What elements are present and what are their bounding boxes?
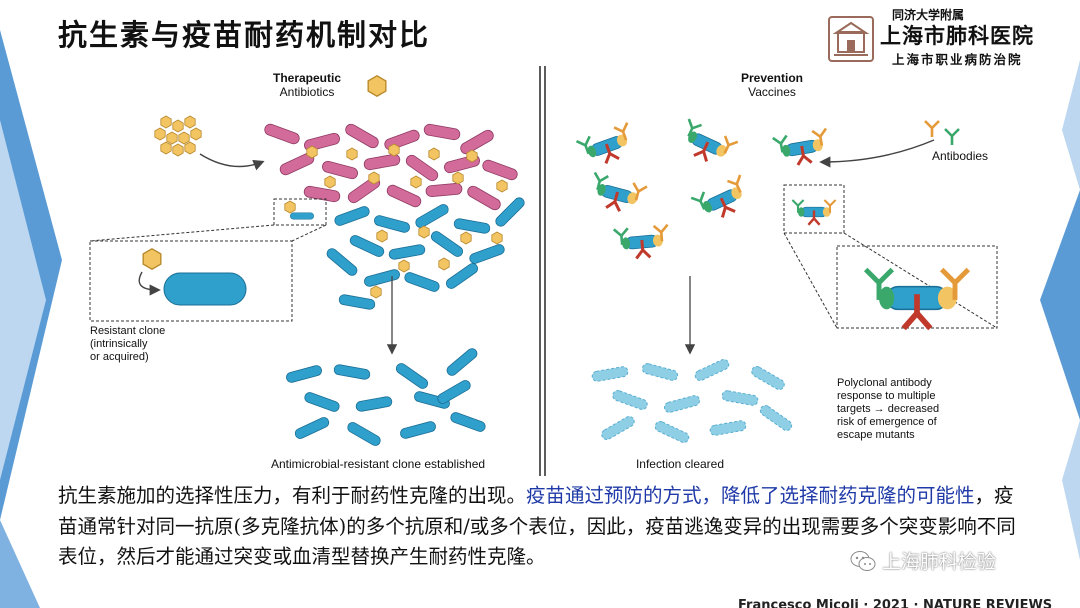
vaccines-header-line2: Vaccines: [748, 85, 796, 99]
description-highlight: 疫苗通过预防的方式，降低了选择耐药克隆的可能性: [526, 484, 975, 507]
wechat-icon: [850, 550, 876, 571]
antibiotics-header-line2: Antibiotics: [280, 85, 335, 99]
antibiotics-header-line1: Therapeutic: [273, 71, 341, 85]
description-part3: ，疫苗通常针对同一抗原(多克隆抗体)的多个抗原和/或多个表位，因此，疫苗逃逸变异…: [58, 484, 1016, 568]
slide-title: 抗生素与疫苗耐药机制对比: [58, 18, 431, 52]
resistant-clone-bacteria: [284, 346, 488, 448]
resistant-clone-sub1: (intrinsically: [90, 338, 148, 350]
description-part1: 抗生素施加的选择性压力，有利于耐药性克隆的出现。: [58, 484, 527, 507]
vaccines-outcome-caption: Infection cleared: [636, 457, 724, 471]
hospital-name: 同济大学附属 上海市肺科医院 上海市职业病防治院: [880, 6, 1070, 68]
watermark: 上海肺科检验: [850, 547, 996, 574]
resistant-clone-sub2: or acquired): [90, 351, 149, 363]
antibiotics-outcome-caption: Antimicrobial-resistant clone establishe…: [271, 457, 485, 471]
watermark-text: 上海肺科检验: [882, 551, 997, 573]
description-text: 抗生素施加的选择性压力，有利于耐药性克隆的出现。疫苗通过预防的方式，降低了选择耐…: [58, 481, 1028, 573]
polyclonal-line4: risk of emergence of: [837, 416, 938, 428]
left-decor-band: [0, 30, 62, 608]
org-line1: 同济大学附属: [892, 8, 965, 22]
hospital-logo: [828, 16, 874, 62]
vaccines-header-line1: Prevention: [741, 71, 803, 85]
opsonized-bacteria: [576, 119, 831, 260]
citation-footer: Francesco Micoli · 2021 · NATURE REVIEWS: [738, 598, 1053, 608]
polyclonal-line1: Polyclonal antibody: [837, 377, 932, 389]
org-line3: 上海市职业病防治院: [892, 52, 1023, 67]
polyclonal-line3: targets → decreased: [837, 403, 939, 415]
resistance-mechanism-figure: Therapeutic Antibiotics: [82, 66, 1005, 476]
zoom-selection-box: [273, 198, 327, 226]
resistant-clone-label: Resistant clone: [90, 325, 165, 337]
figure-svg: Therapeutic Antibiotics: [89, 66, 998, 476]
antibiotic-molecules: [154, 115, 202, 157]
antibodies-label: Antibodies: [932, 149, 988, 163]
polyclonal-line5: escape mutants: [837, 429, 915, 441]
polyclonal-zoom: [836, 245, 998, 329]
cleared-bacteria: [590, 357, 795, 445]
right-decor-band: [1040, 60, 1080, 560]
resistant-clone-zoom: [89, 240, 293, 322]
org-line2: 上海市肺科医院: [880, 23, 1034, 48]
antibiotic-icon: [367, 75, 387, 97]
resistant-bacterium: [163, 272, 247, 306]
polyclonal-line2: response to multiple: [837, 390, 935, 402]
vaccine-zoom-box: [783, 184, 845, 234]
